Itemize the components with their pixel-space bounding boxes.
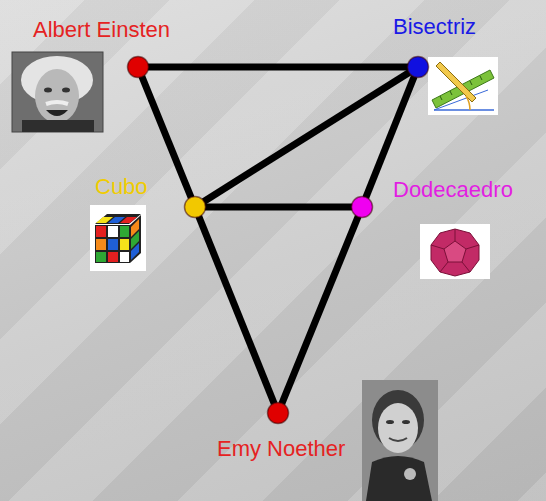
vertex-label: Albert Einsten <box>33 17 170 42</box>
dodecahedron-picture <box>420 224 490 279</box>
vertex-label: Emy Noether <box>217 436 345 461</box>
cube-picture <box>90 205 146 271</box>
vertex-dot <box>183 195 207 219</box>
portrait-photo <box>12 52 103 132</box>
vertex-label-box: Dodecaedro <box>393 177 513 203</box>
graph-vertex: Emy Noether <box>266 401 290 425</box>
graph-vertex: Dodecaedro <box>350 195 374 219</box>
graph-edge <box>142 76 191 197</box>
graph-vertex: Albert Einsten <box>126 55 150 79</box>
vertex-label-box: Bisectriz <box>393 14 476 40</box>
vertex-dot <box>406 55 430 79</box>
graph-edge <box>205 204 352 211</box>
portrait-photo <box>362 380 438 501</box>
graph-vertex: Cubo <box>183 195 207 219</box>
graph-edge <box>203 72 409 201</box>
vertex-dot <box>126 55 150 79</box>
vertex-dot <box>350 195 374 219</box>
graph-edge <box>282 216 358 403</box>
vertex-label: Bisectriz <box>393 14 476 39</box>
vertex-label-box: Cubo <box>95 174 148 200</box>
vertex-label-box: Albert Einsten <box>33 17 170 43</box>
vertex-label: Cubo <box>95 174 148 199</box>
graph-vertex: Bisectriz <box>406 55 430 79</box>
graph-edge <box>148 64 408 71</box>
vertex-dot <box>266 401 290 425</box>
graph-edge <box>199 216 275 403</box>
ruler-picture <box>428 57 498 115</box>
vertex-label: Dodecaedro <box>393 177 513 202</box>
vertex-label-box: Emy Noether <box>217 436 345 462</box>
